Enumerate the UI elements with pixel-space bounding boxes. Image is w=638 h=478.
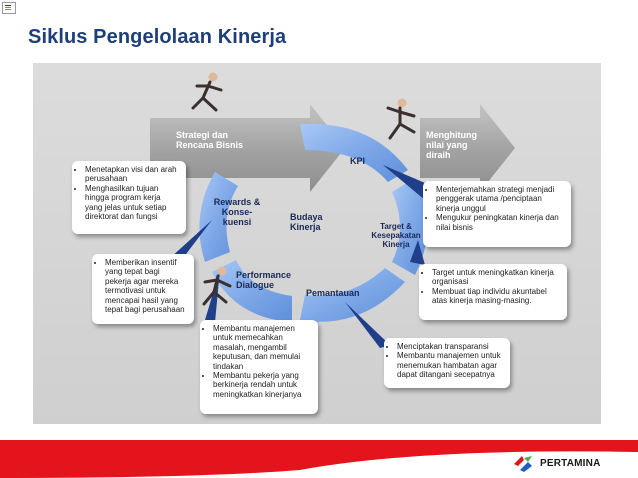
callout-target: Target untuk meningkatkan kinerja organi… (419, 264, 567, 320)
callout-item: Membantu manajemen untuk memecahkan masa… (213, 324, 312, 371)
callout-item: Menghasilkan tujuan hingga program kerja… (85, 184, 180, 222)
value-arrow (420, 104, 515, 192)
runner-figure-3 (202, 266, 232, 306)
callout-item: Membantu pekerja yang berkinerja rendah … (213, 371, 312, 399)
callout-pemantauan: Menciptakan transparansi Membantu manaje… (384, 338, 510, 388)
strategy-arrow (150, 104, 345, 192)
pertamina-logo-icon (514, 456, 532, 472)
stage-performance: Performance Dialogue (236, 270, 292, 290)
callout-item: Memberikan insentif yang tepat bagi peke… (105, 258, 188, 314)
callout-item: Mengukur peningkatan kinerja dan nilai b… (436, 213, 565, 232)
callout-item: Target untuk meningkatkan kinerja organi… (432, 268, 561, 287)
footer-swoosh (0, 440, 638, 478)
runner-figure-2 (386, 98, 416, 140)
stage-kpi: KPI (350, 156, 366, 166)
callout-kpi: Menterjemahkan strategi menjadi penggera… (423, 181, 571, 247)
callout-item: Menetapkan visi dan arah perusahaan (85, 165, 180, 184)
callout-item: Membantu manajemen untuk menemukan hamba… (397, 351, 504, 379)
brand-name: PERTAMINA (540, 458, 601, 469)
callout-item: Menterjemahkan strategi menjadi penggera… (436, 185, 565, 213)
callout-rewards: Memberikan insentif yang tepat bagi peke… (92, 254, 194, 324)
callout-performance: Membantu manajemen untuk memecahkan masa… (200, 320, 318, 414)
stage-rewards: Rewards & Konse- kuensi (213, 197, 261, 227)
strategy-arrow-label: Strategi dan Rencana Bisnis (176, 130, 244, 150)
callout-strategy: Menetapkan visi dan arah perusahaan Meng… (72, 161, 186, 234)
stage-pemantauan: Pemantauan (306, 288, 360, 298)
runner-figure-1 (191, 72, 223, 112)
value-arrow-label: Menghitung nilai yang diraih (426, 130, 477, 160)
stage-target: Target & Kesepakatan Kinerja (371, 222, 421, 249)
page-title: Siklus Pengelolaan Kinerja (28, 26, 287, 48)
callout-item: Menciptakan transparansi (397, 342, 504, 351)
center-label: Budaya Kinerja (290, 212, 323, 232)
cycle-segment-rewards (199, 172, 238, 262)
cycle-segment-kpi (300, 123, 408, 182)
cycle-segment-pemantauan (300, 268, 405, 322)
cycle-segment-performance (212, 260, 292, 322)
callout-item: Membuat tiap individu akuntabel atas kin… (432, 287, 561, 306)
document-icon (2, 2, 16, 14)
